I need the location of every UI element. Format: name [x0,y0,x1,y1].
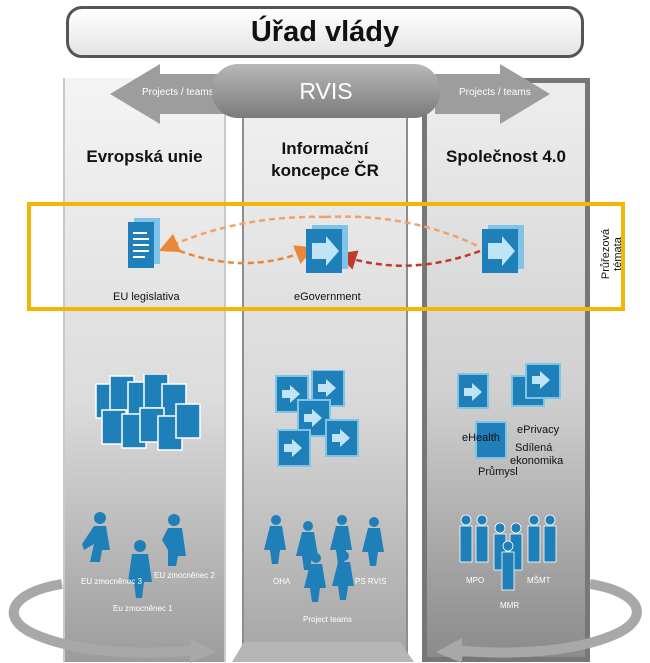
koncepce-people-icon [264,515,384,602]
cycle-arrows [8,579,642,663]
topic-eprivacy: ePrivacy [517,424,560,436]
cycle-head-middle [232,642,414,662]
right-arrow [435,64,550,124]
eu-person-2-label: EU zmocněnec 2 [154,571,215,580]
eu-legislation-document-icon [128,218,160,268]
page-title-box: Úřad vlády [66,6,584,58]
eu-legislation-label: EU legislativa [113,291,180,303]
crosscut-line1: Průřezová [600,228,612,280]
eu-person-3-label: EU zmocněnec 3 [81,577,142,586]
cycle-head-right [436,638,462,663]
cycle-head-left [190,638,216,663]
topic-ehealth: eHealth [462,432,500,444]
arc-bottom-right [336,249,481,270]
cycle-arc-left [8,579,197,658]
page-title: Úřad vlády [250,15,400,48]
egovernment-icon [306,225,348,273]
rvis-label: RVIS [299,77,353,104]
crosscut-label: Průřezová témata [596,220,628,288]
column-title-eu: Evropská unie [86,147,203,166]
eu-people-icon [82,512,186,598]
column-title-spolecnost: Společnost 4.0 [446,147,566,166]
topic-prumysl: Průmysl [478,466,518,478]
arc-bottom-left [169,245,316,265]
egovernment-label: eGovernment [294,291,361,303]
topic-sdilena: Sdílená [515,442,553,454]
projects-arrows [110,64,550,124]
mmr-label: MMR [500,601,520,610]
crosscut-band [27,202,625,311]
topic-ekonomika: ekonomika [510,455,564,467]
connection-arrows [158,215,481,270]
left-arrow [110,64,225,124]
society-people-icon [459,514,557,591]
society-cluster-icon [457,363,561,459]
cycle-arc-right [455,579,642,658]
crosscut-line2: témata [612,237,624,271]
mpo-label: MPO [466,576,485,585]
msmt-label: MŠMT [527,576,551,585]
arc-top-left [158,215,326,253]
ps-rvis-label: PS RVIS [355,577,387,586]
eu-documents-cluster-icon [95,374,201,451]
right-arrow-label: Projects / teams [459,87,531,98]
column-title-koncepce-2: koncepce ČR [271,161,379,180]
koncepce-cluster-icon [275,370,359,467]
eu-person-1-label: Eu zmocněnec 1 [113,604,173,613]
column-title-koncepce-1: Informační [281,139,369,158]
oha-label: OHA [273,577,291,586]
rvis-pill: RVIS [212,64,440,118]
project-teams-label: Project teams [303,615,352,624]
left-arrow-label: Projects / teams [142,87,214,98]
arc-top-right [324,215,481,249]
society-document-icon [482,225,524,273]
